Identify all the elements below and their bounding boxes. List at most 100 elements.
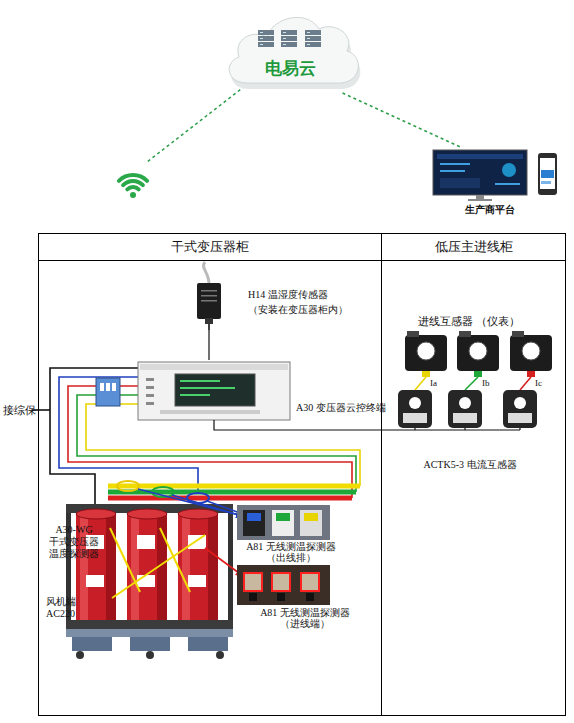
transformer xyxy=(80,513,88,622)
monitor-symbol xyxy=(502,163,516,177)
meter-ct xyxy=(417,342,435,360)
callout-label: 进线互感器 （仪表） xyxy=(418,315,520,327)
terminal-device xyxy=(180,387,235,389)
phone-symbol xyxy=(541,181,551,184)
transformer xyxy=(188,575,206,587)
transformer xyxy=(160,528,190,592)
server-icon xyxy=(260,44,263,45)
cabinet-section: H14 温湿度传感器 （安装在变压器柜内） A30 变压器云控终端 干式变压器柜 xyxy=(38,233,382,716)
terminal-device xyxy=(138,362,290,420)
breaker-symbol xyxy=(100,383,104,391)
control-wire xyxy=(32,324,360,506)
transformer xyxy=(146,651,154,659)
terminal-device xyxy=(160,410,260,414)
platform-node: 生产商平台 xyxy=(430,148,560,218)
transformer xyxy=(208,513,218,622)
sensor-photo xyxy=(272,510,294,536)
transformer xyxy=(127,509,167,519)
sensor-photo xyxy=(306,593,314,601)
meter-ct xyxy=(510,335,552,371)
meter-ct xyxy=(405,331,552,377)
monitor-symbol xyxy=(495,183,520,185)
current-transformer xyxy=(398,390,537,428)
monitor-symbol xyxy=(433,150,527,195)
terminal-device xyxy=(146,386,154,389)
phone-symbol xyxy=(541,170,554,178)
callout-label: 风机端 AC220 xyxy=(46,596,86,620)
terminal-device xyxy=(146,378,154,381)
terminal-node: A30 变压器云控终端 xyxy=(138,360,290,420)
humidity-sensor xyxy=(197,262,221,324)
terminal-label: A30 变压器云控终端 xyxy=(296,402,386,414)
meter-ct xyxy=(459,331,471,337)
terminal-device xyxy=(180,394,210,396)
current-transformer xyxy=(508,413,532,423)
server-icon xyxy=(281,36,297,41)
current-transformer xyxy=(398,390,432,428)
breaker-symbol xyxy=(106,383,110,391)
terminal-device xyxy=(146,402,154,405)
transformer xyxy=(76,651,84,659)
busbar xyxy=(108,484,360,489)
transformer xyxy=(66,629,233,637)
sensor-node: H14 温湿度传感器 （安装在变压器柜内） xyxy=(190,272,378,330)
sensor-photo xyxy=(244,573,262,591)
server-icon xyxy=(307,32,310,33)
sensor-photo xyxy=(249,593,257,601)
phone-symbol xyxy=(538,153,557,195)
callout-label: 接综保 xyxy=(3,404,36,416)
server-icon xyxy=(307,44,310,45)
current-transformer xyxy=(459,397,471,409)
meter-ct xyxy=(522,342,540,360)
section-heading: 干式变压器柜 xyxy=(39,234,381,261)
humidity-sensor xyxy=(203,262,209,284)
monitor-symbol xyxy=(437,154,523,159)
sensor-photo xyxy=(300,510,322,536)
current-transformer xyxy=(403,413,427,423)
busbar xyxy=(108,486,360,498)
section-heading: 低压主进线柜 xyxy=(382,234,565,261)
sensor-photo xyxy=(237,505,330,540)
server-icon xyxy=(281,30,297,35)
transformer xyxy=(72,637,112,651)
transformer xyxy=(178,509,218,519)
monitor-symbol xyxy=(433,150,527,201)
meter-ct xyxy=(512,331,524,337)
server-icon xyxy=(283,32,286,33)
transformer xyxy=(178,513,218,622)
humidity-sensor xyxy=(197,283,221,319)
terminal-device xyxy=(175,374,255,406)
meter-ct xyxy=(474,371,482,377)
transformer xyxy=(76,509,116,519)
connector xyxy=(208,330,209,360)
wifi-symbol xyxy=(123,181,143,185)
sensor-photo xyxy=(301,573,319,591)
sensor-photo xyxy=(304,513,318,521)
current-transformer xyxy=(514,397,526,409)
current-transformer xyxy=(503,390,537,428)
network-link xyxy=(147,86,245,162)
breaker-symbol xyxy=(112,383,116,391)
meter-ct xyxy=(407,331,419,337)
ct-group: ACTK5-3 电流互感器 xyxy=(395,385,545,433)
meter-ct xyxy=(469,342,487,360)
monitor-symbol xyxy=(440,178,480,188)
busbar-marker xyxy=(117,481,209,503)
current-transformer xyxy=(453,413,477,423)
humidity-sensor xyxy=(201,290,217,292)
server-icon xyxy=(283,38,286,39)
meter-ct xyxy=(527,371,535,377)
ct-wire xyxy=(520,377,531,390)
busbar xyxy=(108,496,352,501)
transformer xyxy=(216,651,224,659)
server-icon xyxy=(258,36,274,41)
callout-label: Ia xyxy=(430,377,437,389)
current-transformer xyxy=(409,397,421,409)
meter-ct xyxy=(405,335,447,371)
transformer xyxy=(137,575,155,587)
brand-name: 电易云 xyxy=(215,59,365,79)
sensor-photo xyxy=(237,565,330,605)
